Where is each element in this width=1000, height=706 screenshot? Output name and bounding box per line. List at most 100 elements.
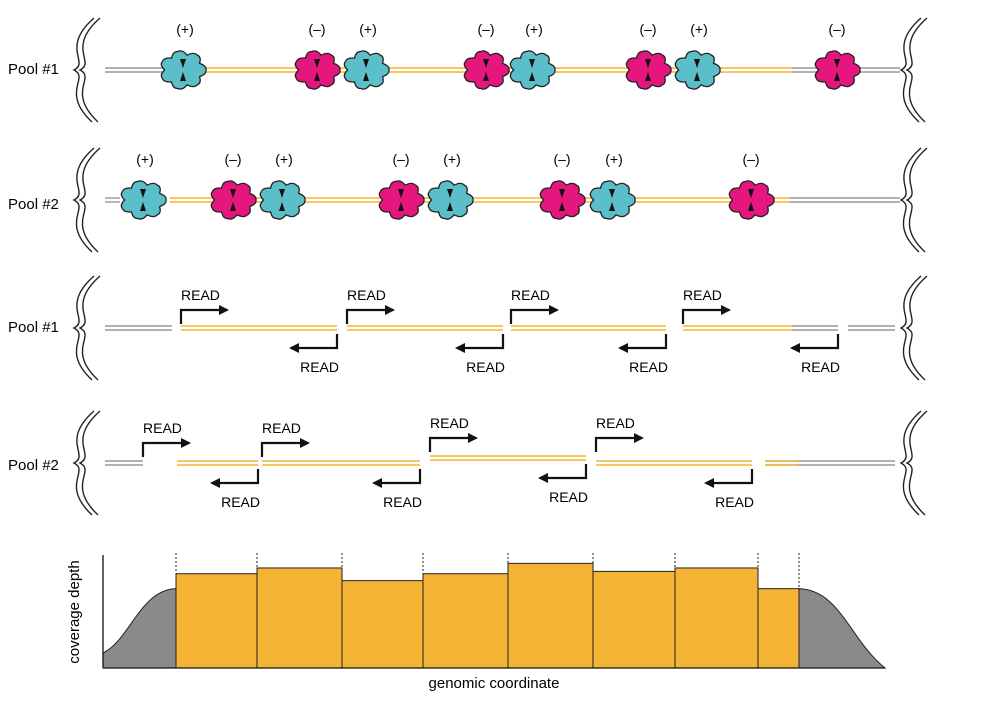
minus-sign-label: (–) [224,151,241,167]
reverse-read-arrow [289,334,339,353]
right-break-icon [899,410,922,516]
forward-read-arrow [141,438,191,457]
reverse-read-label: READ [801,359,840,375]
row-label-pool2-primers: Pool #2 [8,196,59,213]
forward-read-arrow [594,433,644,452]
forward-read-label: READ [596,415,635,431]
forward-primer-blob [509,50,556,90]
right-flank-coverage [798,588,887,669]
forward-read-label: READ [347,287,386,303]
forward-read-arrow [428,433,478,452]
plus-sign-label: (+) [690,21,708,37]
right-break-icon [899,275,922,381]
reverse-read-arrow [455,334,505,353]
reverse-read-arrow [210,469,260,488]
forward-read-label: READ [683,287,722,303]
coverage-depth-plot: genomic coordinate coverage depth [66,553,887,692]
pool1-primer-row: (+) (+) (+) (+) (–) (–) (–) (–) [72,17,928,123]
minus-sign-label: (–) [477,21,494,37]
forward-primer-blob [427,180,474,220]
reverse-primer-blob [625,50,672,90]
forward-primer-blob [343,50,390,90]
reverse-read-label: READ [549,489,588,505]
plus-sign-label: (+) [359,21,377,37]
right-break-icon [905,17,928,123]
minus-sign-label: (–) [553,151,570,167]
forward-primer-blob [120,180,167,220]
forward-primer-blob [160,50,207,90]
forward-read-arrow [179,305,229,324]
coverage-marks [102,553,887,669]
row-label-pool1-reads: Pool #1 [8,319,59,336]
left-break-icon [72,275,95,381]
right-break-icon [905,275,928,381]
forward-primer-blob [259,180,306,220]
left-break-icon [78,275,101,381]
left-break-icon [78,410,101,516]
reverse-read-arrow [790,334,840,353]
plus-sign-label: (+) [176,21,194,37]
plus-sign-label: (+) [136,151,154,167]
reverse-primer-blob [728,180,775,220]
minus-sign-label: (–) [828,21,845,37]
pool1-read-row: READ READ READ READ READ READ READ READ [72,275,928,381]
reverse-primer-blob [814,50,861,90]
reverse-read-arrow [704,469,754,488]
left-break-icon [78,17,101,123]
forward-read-label: READ [262,420,301,436]
plus-sign-label: (+) [525,21,543,37]
forward-read-arrow [345,305,395,324]
left-break-icon [78,147,101,253]
coverage-segment [256,567,343,669]
left-flank-coverage [102,588,177,669]
left-break-icon [72,410,95,516]
left-break-icon [72,147,95,253]
reverse-read-label: READ [715,494,754,510]
coverage-segment [341,580,424,669]
minus-sign-label: (–) [392,151,409,167]
coverage-segment [507,562,594,669]
reverse-primer-blob [463,50,510,90]
right-break-icon [905,410,928,516]
right-break-icon [899,17,922,123]
row-label-pool2-reads: Pool #2 [8,457,59,474]
pool2-primer-row: (+) (+) (+) (+) (–) (–) (–) (–) [72,147,928,253]
minus-sign-label: (–) [639,21,656,37]
coverage-segment [757,588,800,669]
reverse-primer-blob [378,180,425,220]
left-break-icon [72,17,95,123]
forward-primer-blob [589,180,636,220]
pool2-read-row: READ READ READ READ READ READ READ READ [72,410,928,516]
forward-read-label: READ [181,287,220,303]
plus-sign-label: (+) [605,151,623,167]
reverse-read-label: READ [221,494,260,510]
reverse-read-label: READ [300,359,339,375]
reverse-primer-blob [294,50,341,90]
plus-sign-label: (+) [443,151,461,167]
reverse-read-label: READ [383,494,422,510]
row-label-pool1-primers: Pool #1 [8,61,59,78]
plus-sign-label: (+) [275,151,293,167]
forward-read-label: READ [430,415,469,431]
minus-sign-label: (–) [308,21,325,37]
coverage-segment [422,573,509,669]
reverse-primer-blob [539,180,586,220]
right-break-icon [899,147,922,253]
coverage-segment [674,567,759,669]
reverse-read-label: READ [466,359,505,375]
forward-read-arrow [509,305,559,324]
reverse-read-arrow [372,469,422,488]
coverage-segment [592,570,676,669]
reverse-read-arrow [618,334,668,353]
reverse-read-label: READ [629,359,668,375]
forward-primer-blob [674,50,721,90]
minus-sign-label: (–) [742,151,759,167]
right-break-icon [905,147,928,253]
forward-read-label: READ [511,287,550,303]
forward-read-arrow [681,305,731,324]
forward-read-arrow [260,438,310,457]
x-axis-label: genomic coordinate [429,675,560,692]
y-axis-label: coverage depth [66,560,83,663]
forward-read-label: READ [143,420,182,436]
